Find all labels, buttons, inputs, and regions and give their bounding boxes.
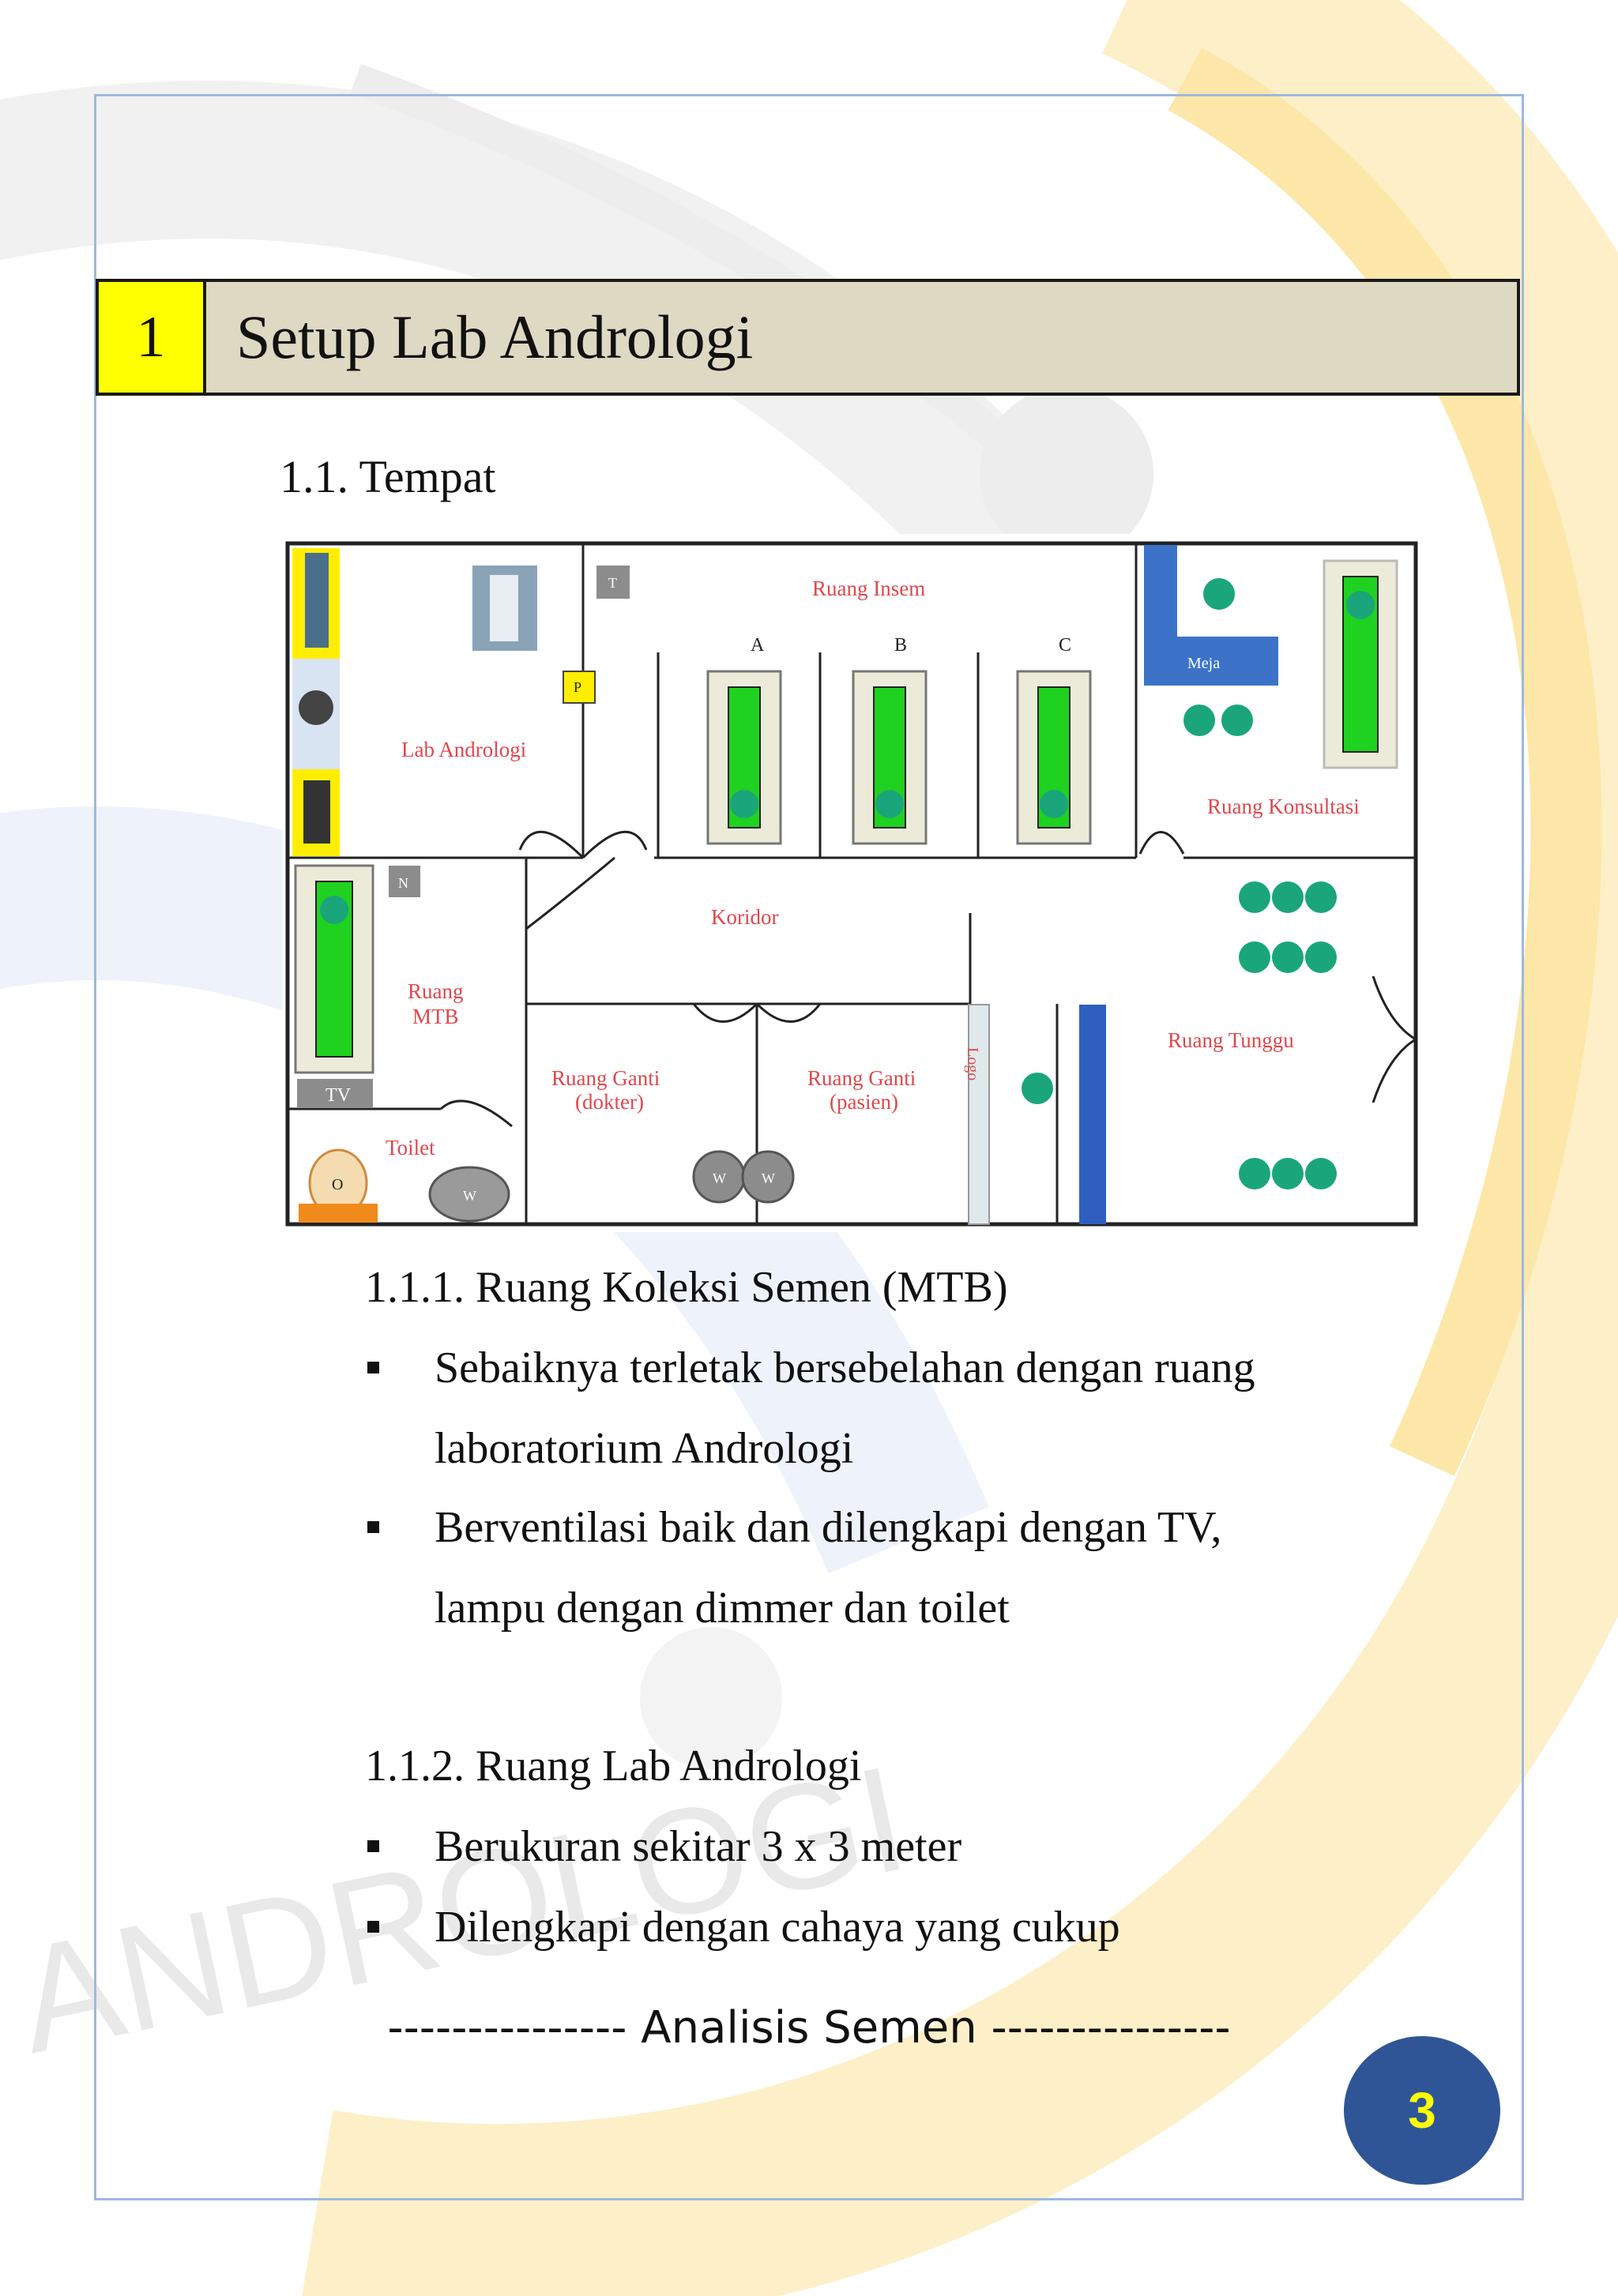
label-n: N xyxy=(398,875,408,891)
label-toilet: Toilet xyxy=(386,1136,435,1159)
page-footer: --------------- Analisis Semen ---------… xyxy=(0,2002,1618,2054)
subsection-title-mtb: 1.1.1. Ruang Koleksi Semen (MTB) xyxy=(365,1263,1008,1312)
label-ruang-konsultasi: Ruang Konsultasi xyxy=(1207,795,1360,818)
label-ganti-dokter-1: Ruang Ganti xyxy=(551,1066,660,1090)
label-koridor: Koridor xyxy=(711,905,778,929)
label-lab-andrologi: Lab Andrologi xyxy=(401,738,526,761)
bullet-text: Berventilasi baik dan dilengkapi dengan … xyxy=(435,1503,1222,1552)
bullet-text-continued: lampu dengan dimmer dan toilet xyxy=(435,1584,1010,1633)
subsection-title-lab: 1.1.2. Ruang Lab Andrologi xyxy=(365,1742,862,1791)
label-p: P xyxy=(574,679,581,695)
label-ganti-pasien-1: Ruang Ganti xyxy=(807,1066,916,1090)
label-insem-b: B xyxy=(894,635,907,656)
chapter-number: 1 xyxy=(99,282,206,393)
label-ruang-tunggu: Ruang Tunggu xyxy=(1168,1028,1294,1052)
label-t: T xyxy=(608,575,617,591)
label-ruang-mtb-1: Ruang xyxy=(408,979,464,1003)
label-ruang-mtb-2: MTB xyxy=(412,1005,459,1028)
label-meja: Meja xyxy=(1187,655,1220,672)
page-number: 3 xyxy=(1408,2082,1436,2139)
label-insem-a: A xyxy=(751,635,765,656)
chapter-title: Setup Lab Andrologi xyxy=(206,282,1517,393)
label-w-2: W xyxy=(762,1171,775,1186)
bullet-text: Dilengkapi dengan cahaya yang cukup xyxy=(435,1903,1120,1952)
page-frame xyxy=(94,94,1524,2200)
label-logo: Logo xyxy=(964,1047,981,1080)
bullet-text: Sebaiknya terletak bersebelahan dengan r… xyxy=(435,1343,1255,1392)
label-w-3: W xyxy=(463,1188,476,1204)
label-ruang-insem: Ruang Insem xyxy=(812,577,925,600)
label-ganti-pasien-2: (pasien) xyxy=(830,1090,898,1114)
bullet-marker xyxy=(367,1921,379,1933)
label-ganti-dokter-2: (dokter) xyxy=(575,1090,644,1114)
bullet-text: Berukuran sekitar 3 x 3 meter xyxy=(435,1822,962,1871)
bullet-marker xyxy=(367,1840,379,1852)
footer-text: --------------- Analisis Semen ---------… xyxy=(387,2002,1231,2054)
label-tv: TV xyxy=(325,1085,352,1106)
section-title: 1.1. Tempat xyxy=(280,451,496,502)
bullet-text-continued: laboratorium Andrologi xyxy=(435,1424,854,1473)
label-insem-c: C xyxy=(1059,635,1071,656)
page-number-badge: 3 xyxy=(1344,2036,1500,2185)
bullet-marker xyxy=(367,1521,379,1533)
label-w-1: W xyxy=(713,1171,726,1186)
floor-plan: Lab Andrologi Ruang Insem A B C Meja Rua… xyxy=(283,534,1422,1232)
bullet-marker xyxy=(367,1362,379,1373)
chapter-heading: 1 Setup Lab Andrologi xyxy=(96,279,1520,396)
label-o: O xyxy=(332,1176,343,1193)
